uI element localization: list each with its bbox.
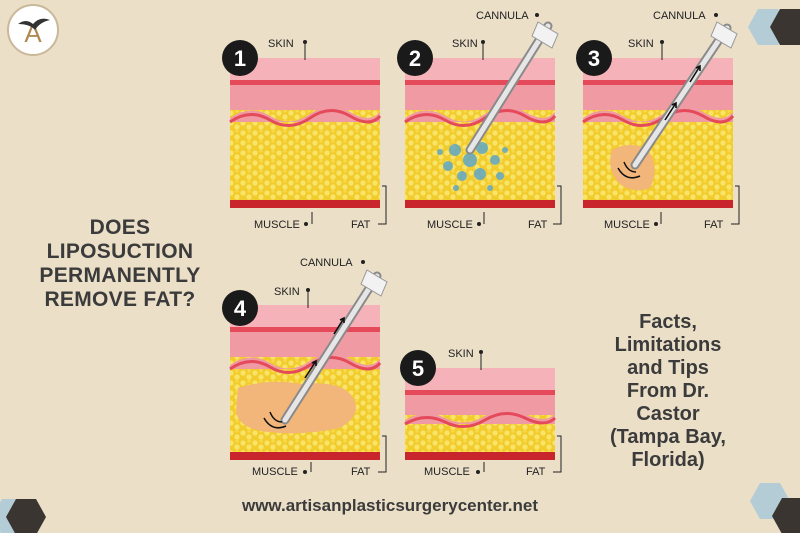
step-number: 4 (234, 296, 247, 321)
fat-label: FAT (528, 219, 548, 231)
step-panel-1: 1 SKIN MUSCLE FAT (222, 38, 387, 231)
fat-label: FAT (704, 219, 724, 231)
muscle-label: MUSCLE (252, 466, 298, 478)
title-line: REMOVE FAT? (44, 288, 196, 311)
cannula-instrument (465, 21, 559, 155)
cannula-label: CANNULA (476, 10, 529, 22)
cannula-instrument (263, 269, 388, 429)
step-panel-4: 4 SKIN CANNULA MUSCLE FAT (222, 257, 388, 478)
subtitle-line: Castor (636, 403, 700, 425)
skin-label: SKIN (448, 348, 474, 360)
title-line: LIPOSUCTION (46, 240, 194, 263)
cannula-label: CANNULA (653, 10, 706, 22)
subtitle-line: (Tampa Bay, (610, 426, 726, 448)
hexagon-decor (770, 9, 800, 45)
subtitle: Facts, Limitations and Tips From Dr. Cas… (583, 311, 753, 472)
fat-label: FAT (351, 219, 371, 231)
fat-label: FAT (351, 466, 371, 478)
step-panel-3: 3 SKIN CANNULA MUSCLE FAT (576, 10, 740, 231)
cannula-instrument (617, 21, 738, 179)
muscle-label: MUSCLE (427, 219, 473, 231)
subtitle-line: From Dr. (626, 380, 710, 402)
muscle-label: MUSCLE (254, 219, 300, 231)
step-number: 2 (409, 46, 421, 71)
subtitle-line: Facts, (639, 311, 697, 333)
hexagon-decor (772, 498, 800, 533)
fat-breakup-bubbles (437, 142, 508, 191)
step-number: 1 (234, 46, 246, 71)
subtitle-line: and Tips (627, 357, 709, 379)
skin-label: SKIN (628, 38, 654, 50)
logo: A (7, 4, 59, 56)
step-panel-5: 5 SKIN MUSCLE FAT (400, 348, 562, 478)
title-line: DOES (89, 216, 151, 239)
muscle-label: MUSCLE (604, 219, 650, 231)
hexagon-decor (6, 499, 46, 533)
website-link[interactable]: www.artisanplasticsurgerycenter.net (241, 496, 539, 515)
skin-label: SKIN (274, 286, 300, 298)
subtitle-line: Florida) (631, 449, 705, 471)
skin-label: SKIN (452, 38, 478, 50)
title-line: PERMANENTLY (39, 264, 201, 287)
skin-label: SKIN (268, 38, 294, 50)
page-title: DOES LIPOSUCTION PERMANENTLY REMOVE FAT? (20, 216, 220, 312)
cannula-label: CANNULA (300, 257, 353, 269)
step-panel-2: 2 SKIN CANNULA MUSCLE FAT (397, 10, 562, 231)
step-number: 3 (588, 46, 600, 71)
fat-label: FAT (526, 466, 546, 478)
subtitle-line: Limitations (614, 334, 722, 356)
step-number: 5 (412, 356, 424, 381)
muscle-label: MUSCLE (424, 466, 470, 478)
